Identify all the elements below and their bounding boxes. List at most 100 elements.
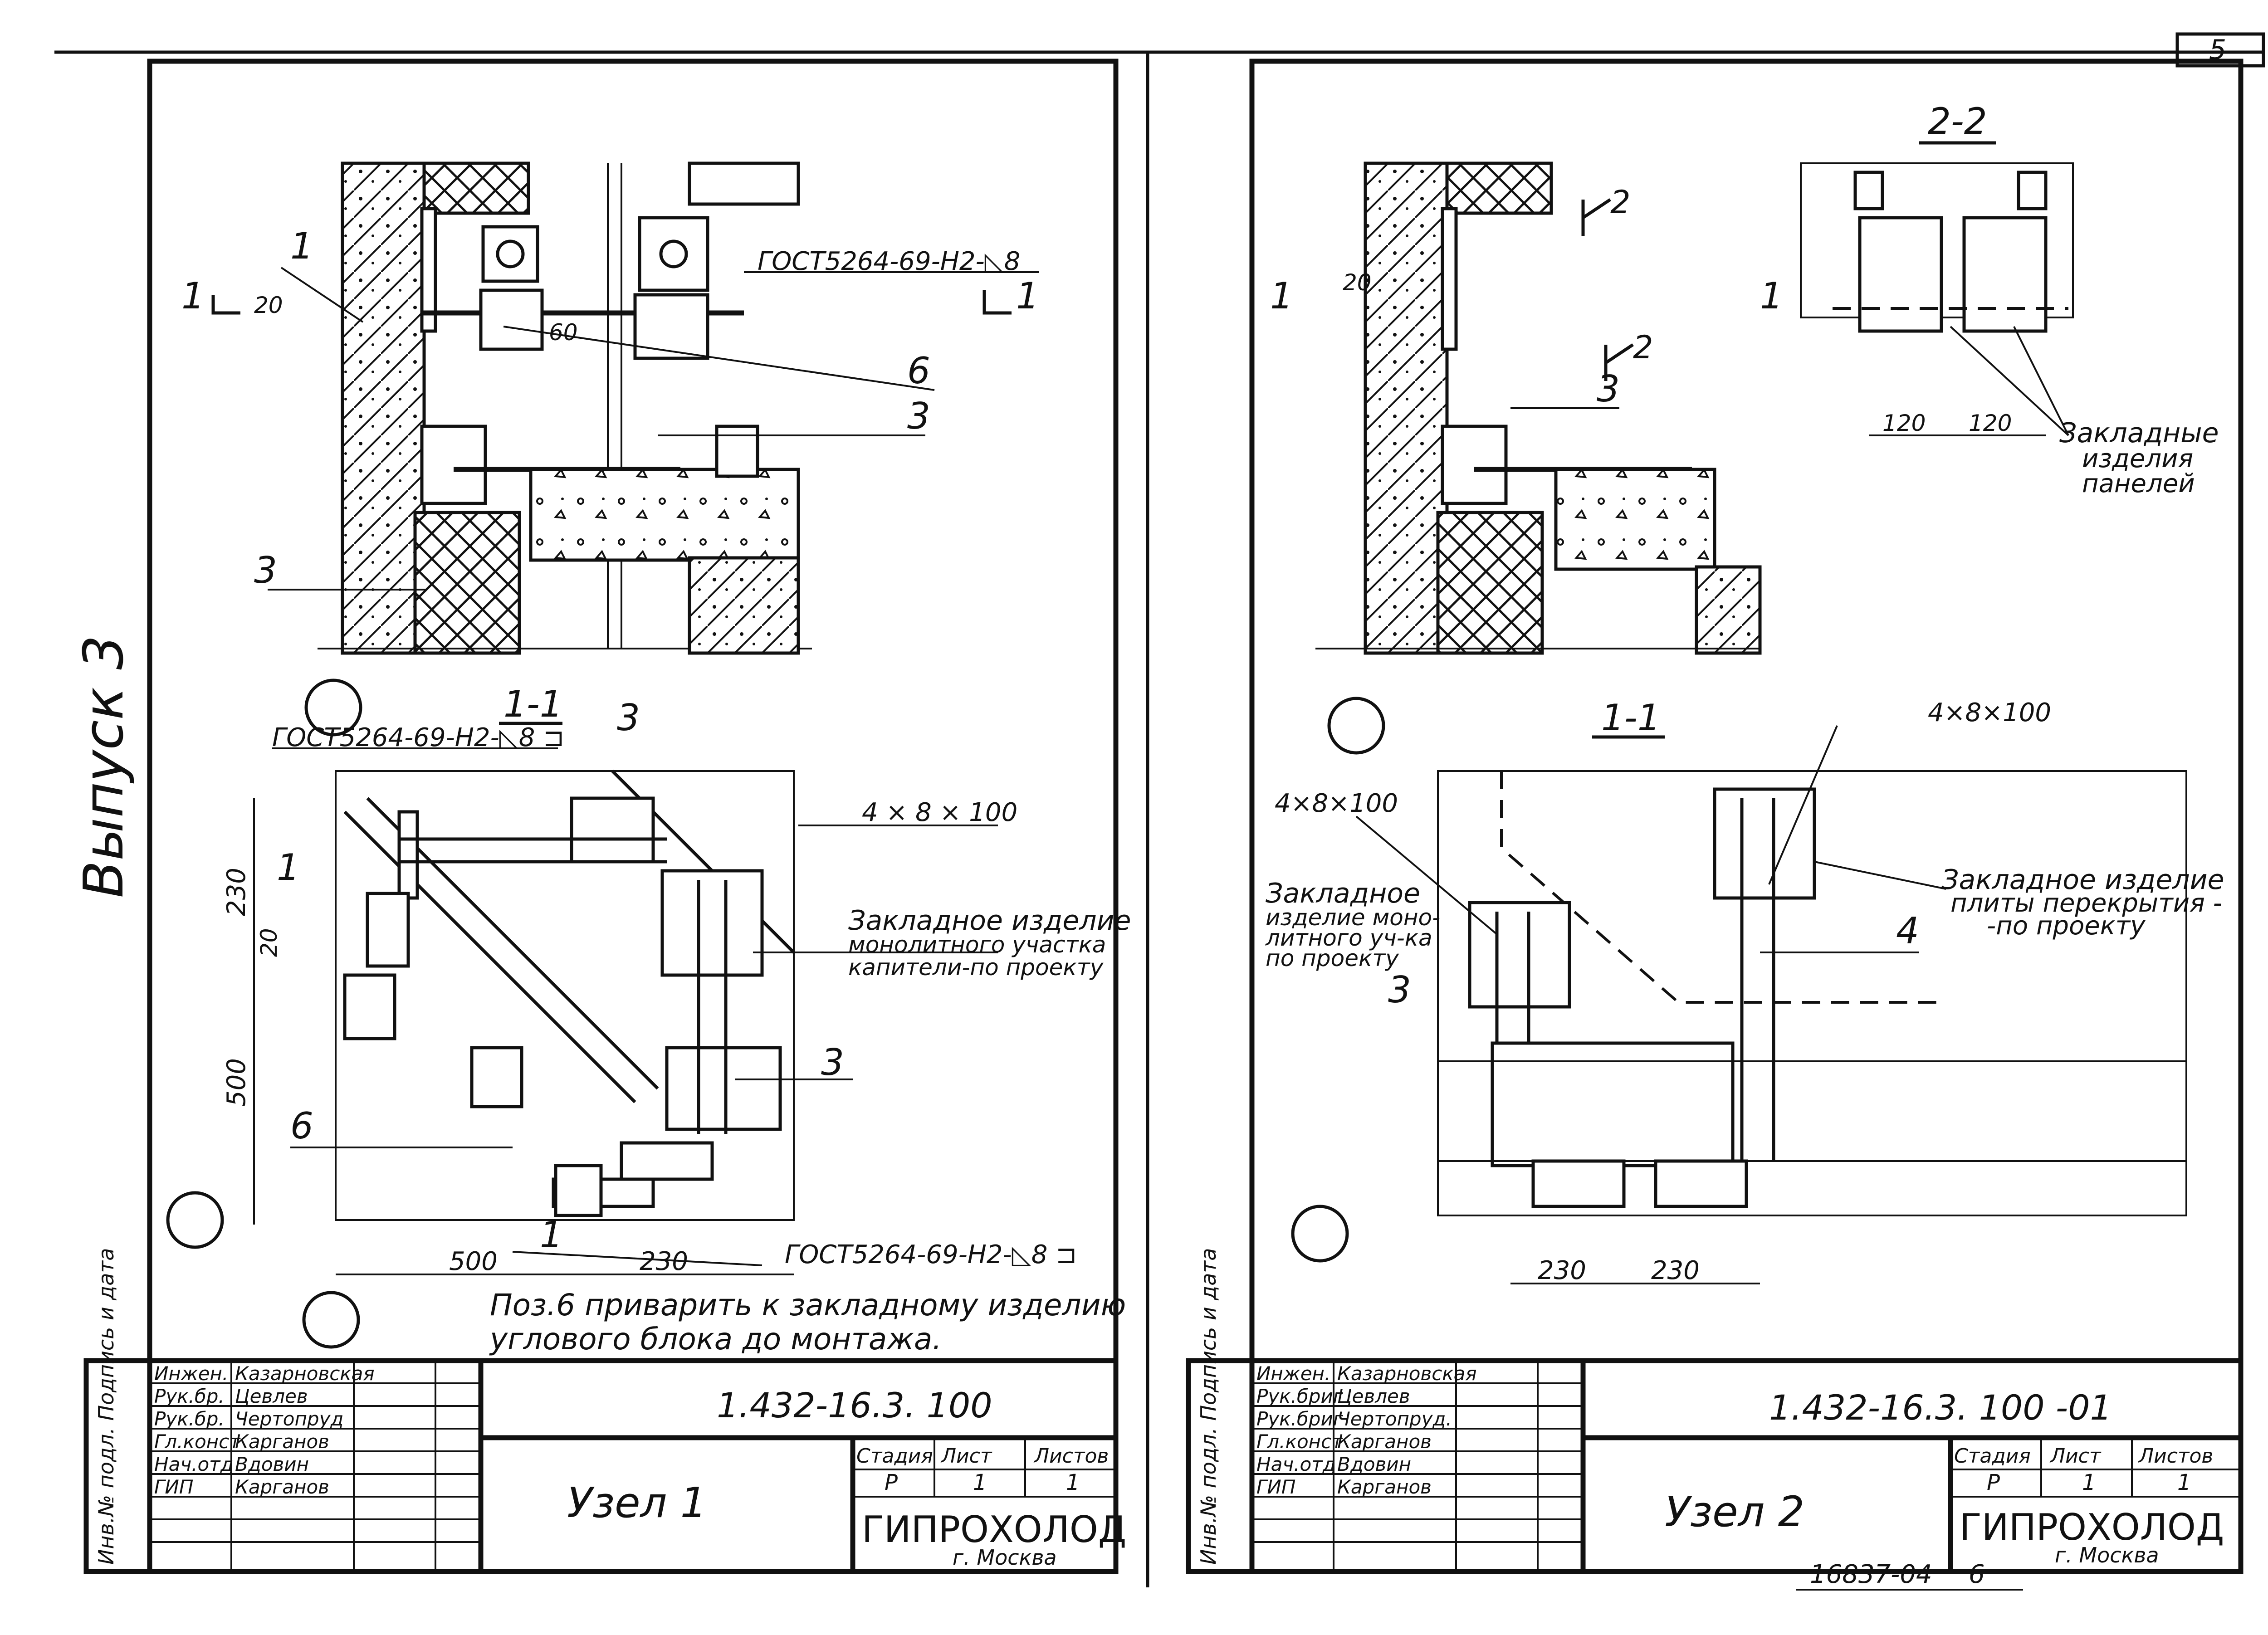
left-dim-60: 60 (549, 319, 578, 346)
left-section-pos-3b: 3 (821, 1041, 844, 1083)
left-dim-230-horizontal: 230 (640, 1247, 688, 1276)
left-dim-20-vertical: 20 (256, 928, 282, 957)
left-tb-role-4: Гл.конст (154, 1430, 241, 1453)
right-dim-120-b: 120 (1969, 410, 2012, 436)
side-label: Выпуск 3 (73, 635, 136, 898)
left-pos-6-label: 6 (907, 350, 930, 392)
left-weld-label: ГОСТ5264-69-Н2-◺8 (758, 247, 1020, 276)
left-note-line1: Поз.6 приварить к закладному изделию (490, 1288, 1126, 1323)
left-dim-20: 20 (254, 292, 283, 318)
bottom-number: 6 (1969, 1560, 1985, 1589)
left-tb-side: Инв.№ подл. Подпись и дата (94, 1248, 118, 1565)
right-embed-a-line2: изделия (2082, 444, 2193, 473)
right-tb-title: Узел 2 (1665, 1488, 1804, 1536)
right-elevation-view: 3 1 20 2 2 (1270, 161, 1762, 755)
right-sec-2-mark-b: 2 (1633, 329, 1653, 366)
right-sheet: 3 1 20 2 2 2-2 120 120 Закладные изделия (1186, 59, 2244, 1574)
right-dim-120-a: 120 (1882, 410, 1926, 436)
right-tb-role-2: Рук.бриг (1256, 1385, 1344, 1407)
left-dim-500-vertical: 500 (222, 1058, 251, 1107)
right-embed-b-line2: плиты перекрытия - (1950, 888, 2222, 918)
left-embed-note-line3: капители-по проекту (848, 954, 1104, 981)
right-tb-side: Инв.№ подл. Подпись и дата (1196, 1248, 1221, 1565)
left-tb-sheets: 1 (1066, 1470, 1080, 1495)
right-tb-name-4: Карганов (1337, 1430, 1432, 1453)
right-tb-sheets: 1 (2177, 1470, 2191, 1495)
left-elevation-view: 1 6 3 3 ГОСТ5264-69-Н2-◺8 20 60 1 1 (181, 161, 1039, 737)
right-pos-4-section: 4 (1896, 910, 1919, 952)
right-tb-city: г. Москва (2055, 1543, 2159, 1567)
left-section-pos-3a: 3 (617, 697, 640, 739)
left-tb-sheet: 1 (973, 1470, 987, 1495)
right-tb-name-6: Карганов (1337, 1476, 1432, 1498)
right-tb-code: 1.432-16.3. 100 -01 (1769, 1387, 2112, 1428)
left-tb-sheets-label: Листов (1033, 1445, 1109, 1468)
left-title-block: Инв.№ подл. Подпись и дата Инжен. Казарн… (83, 1248, 1126, 1574)
left-tb-stage-label: Стадия (856, 1445, 933, 1468)
right-tb-stage-label: Стадия (1954, 1445, 2031, 1468)
right-embed-c-line2: изделие моно- (1266, 904, 1440, 931)
left-tb-name-1: Казарновская (235, 1362, 375, 1385)
left-section-pos-1b: 1 (540, 1214, 563, 1256)
left-tb-role-1: Инжен. (154, 1362, 228, 1385)
bottom-code: 16837-04 (1810, 1560, 1932, 1589)
right-tb-name-5: Вдовин (1337, 1453, 1411, 1475)
right-dim-230-b: 230 (1651, 1256, 1700, 1285)
left-section-pos-1a: 1 (277, 846, 300, 888)
left-tb-role-3: Рук.бр. (154, 1408, 225, 1430)
left-tb-role-2: Рук.бр. (154, 1385, 225, 1407)
right-dim-20: 20 (1343, 269, 1372, 296)
right-section-22-title: 2-2 (1928, 100, 1987, 142)
left-tb-name-6: Карганов (235, 1476, 329, 1498)
left-tb-name-4: Карганов (235, 1430, 329, 1453)
right-tb-role-6: ГИП (1256, 1476, 1295, 1498)
right-tb-sheet-label: Лист (2049, 1445, 2102, 1468)
left-tb-role-5: Нач.отд (154, 1453, 234, 1475)
right-section-2-2: 2-2 120 120 Закладные изделия панелей 1 (1760, 100, 2219, 498)
left-cut-mark-a: 1 (181, 275, 205, 317)
right-tb-role-1: Инжен. (1256, 1362, 1330, 1385)
right-embed-c-line1: Закладное (1266, 878, 1420, 909)
left-section-anchor: 4 × 8 × 100 (862, 798, 1017, 827)
left-section-1-1: 1-1 ГОСТ5264-69-Н2-◺8 ⊐ 3 (166, 683, 1131, 1357)
right-dim-230-a: 230 (1538, 1256, 1586, 1285)
right-section-1-1: 1-1 4×8×100 4×8×100 Закладное изделие мо… (1265, 697, 2224, 1285)
right-tb-role-5: Нач.отд (1256, 1453, 1336, 1475)
right-tb-sheet: 1 (2082, 1470, 2096, 1495)
left-section-pos-6: 6 (290, 1105, 313, 1147)
left-embed-note-line1: Закладное изделие (848, 905, 1131, 937)
right-embed-b-line1: Закладное изделие (1941, 864, 2224, 896)
right-tb-org: ГИПРОХОЛОД (1960, 1506, 2224, 1548)
right-cut-mark: 1 (1270, 275, 1293, 317)
right-pos-3-label: 3 (1597, 368, 1620, 410)
right-tb-role-4: Гл.конст (1256, 1430, 1343, 1453)
left-dim-500-horizontal: 500 (449, 1247, 498, 1276)
right-embed-a-line3: панелей (2082, 469, 2195, 498)
left-tb-name-5: Вдовин (235, 1453, 309, 1475)
left-embed-note-line2: монолитного участка (848, 932, 1106, 958)
right-embed-b-line3: -по проекту (1987, 911, 2146, 941)
right-tb-role-3: Рук.бриг (1256, 1408, 1344, 1430)
right-tb-sheets-label: Листов (2138, 1445, 2213, 1468)
right-embed-a-line1: Закладные (2059, 417, 2219, 449)
left-cut-mark-b: 1 (1016, 275, 1039, 317)
left-section-title: 1-1 (503, 683, 563, 725)
right-embed-c-line3: литного уч-ка (1265, 925, 1432, 951)
left-pos-3b-label: 3 (254, 549, 277, 591)
right-title-block: Инв.№ подл. Подпись и дата Инжен. Казарн… (1186, 1248, 2244, 1574)
left-note-line2: углового блока до монтажа. (489, 1322, 942, 1357)
right-anchor-left: 4×8×100 (1275, 789, 1398, 818)
left-section-weld-bottom: ГОСТ5264-69-Н2-◺8 ⊐ (785, 1240, 1077, 1269)
right-section-title: 1-1 (1601, 697, 1661, 739)
left-sheet: 1 6 3 3 ГОСТ5264-69-Н2-◺8 20 60 1 1 1-1 (83, 59, 1131, 1574)
left-tb-role-6: ГИП (154, 1476, 193, 1498)
left-tb-sheet-label: Лист (940, 1445, 992, 1468)
right-tb-stage: Р (1987, 1470, 2000, 1495)
left-tb-code: 1.432-16.3. 100 (717, 1385, 992, 1425)
left-dim-230-vertical: 230 (222, 868, 251, 916)
right-tb-name-1: Казарновская (1337, 1362, 1477, 1385)
left-section-weld-top: ГОСТ5264-69-Н2-◺8 ⊐ (272, 723, 564, 752)
right-sec22-cut: 1 (1760, 275, 1783, 317)
right-pos-3-section: 3 (1388, 969, 1411, 1011)
